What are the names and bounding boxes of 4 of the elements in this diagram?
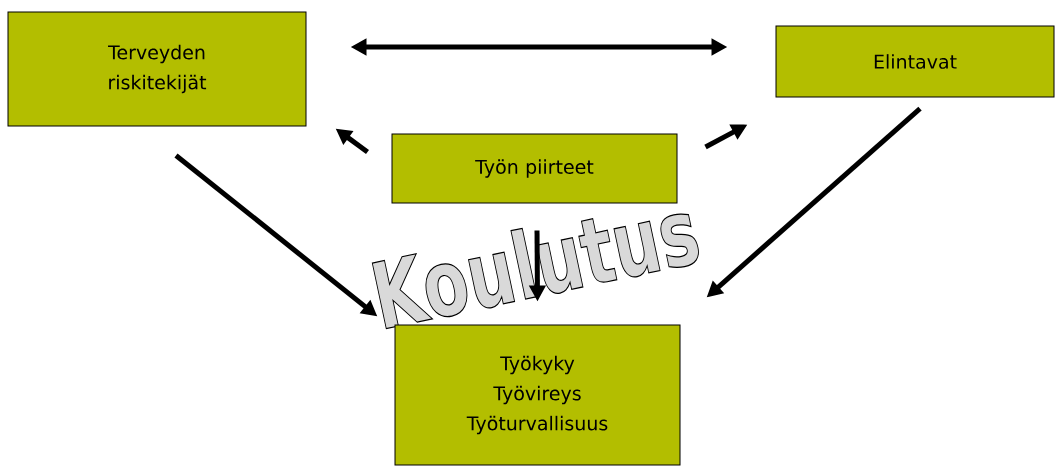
text-box: Työn piirteet: [391, 133, 678, 204]
text-box: Työkyky Työvireys Työturvallisuus: [394, 324, 681, 466]
text-box: Elintavat: [775, 25, 1055, 98]
text-box: Terveyden riskitekijät: [7, 11, 307, 127]
